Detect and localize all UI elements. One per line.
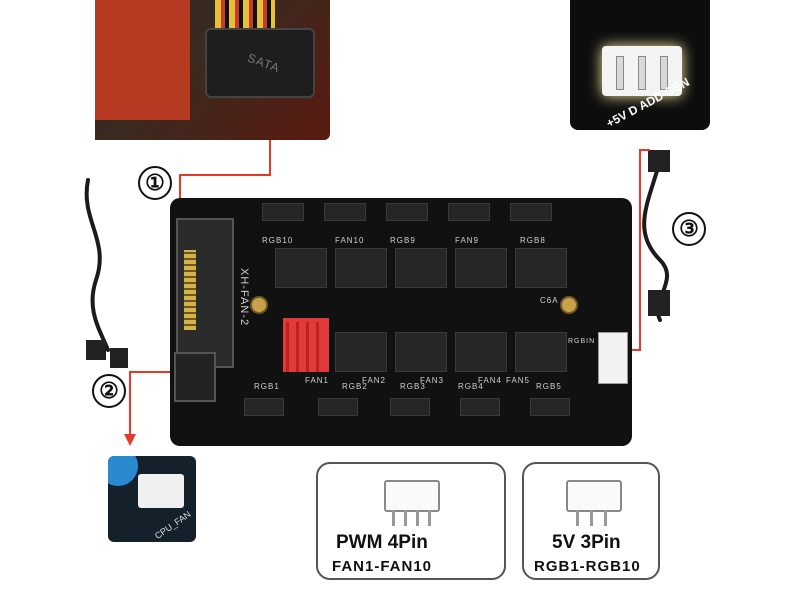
- rgb-header: [262, 203, 304, 221]
- rgb-header: [390, 398, 430, 416]
- silk-label: FAN9: [455, 236, 480, 245]
- silk-label: FAN2: [362, 376, 387, 385]
- sata-power-connector: SATA: [205, 28, 315, 98]
- fan-header: [455, 248, 507, 288]
- legend-pwm-subtitle: FAN1-FAN10: [332, 558, 433, 575]
- fan-header: [455, 332, 507, 372]
- psu-photo: SATA: [95, 0, 330, 140]
- motherboard-fan-header-photo: CPU_FAN: [108, 456, 196, 542]
- silk-label: RGB4: [458, 382, 484, 391]
- silk-label: RGB2: [342, 382, 368, 391]
- rgb-header: [530, 398, 570, 416]
- legend-pwm-title: PWM 4Pin: [336, 532, 428, 553]
- legend-rgb-card: 5V 3Pin RGB1-RGB10: [522, 462, 660, 580]
- pwm-plug-2: [110, 348, 128, 368]
- rgb-header: [318, 398, 358, 416]
- silk-label: RGB3: [400, 382, 426, 391]
- silk-label: RGB8: [520, 236, 546, 245]
- legend-pwm-card: PWM 4Pin FAN1-FAN10: [316, 462, 506, 580]
- arrow-head-2: [124, 434, 136, 446]
- callout-arrow-3: [630, 149, 650, 351]
- pin-leg: [392, 510, 395, 526]
- silk-label: RGB5: [536, 382, 562, 391]
- silk-label: RGB1: [254, 382, 280, 391]
- silk-label: FAN5: [506, 376, 531, 385]
- pwm-input-port: [174, 352, 216, 402]
- 3pin-connector-icon: [566, 480, 622, 512]
- pin: [616, 56, 624, 90]
- rgb-input-port: [598, 332, 628, 384]
- fan-header: [335, 248, 387, 288]
- silk-label: FAN3: [420, 376, 445, 385]
- fan-header: [515, 248, 567, 288]
- legend-rgb-title: 5V 3Pin: [552, 532, 621, 553]
- 4pin-connector-icon: [384, 480, 440, 512]
- fan-header: [395, 332, 447, 372]
- silk-label: FAN1: [305, 376, 330, 385]
- silk-label: FAN4: [478, 376, 503, 385]
- legend-rgb-subtitle: RGB1-RGB10: [534, 558, 641, 575]
- cap-label: C6A: [540, 296, 559, 305]
- pwm-plug: [86, 340, 106, 360]
- callout-arrow-2: [129, 371, 172, 440]
- psu-warning-label: [95, 0, 190, 120]
- rgb-header: [460, 398, 500, 416]
- pwm-cable: [84, 178, 110, 352]
- rgb-plug-bottom: [648, 290, 670, 316]
- callout-3: ③: [672, 212, 706, 246]
- pin-leg: [604, 510, 607, 526]
- silk-label: RGB9: [390, 236, 416, 245]
- fan-header: [335, 332, 387, 372]
- rgb-plug-top: [648, 150, 670, 172]
- pin-leg: [416, 510, 419, 526]
- callout-2: ②: [92, 374, 126, 408]
- fan-header: [275, 248, 327, 288]
- board-model: XH-FAN-2: [238, 268, 250, 327]
- fan-header: [395, 248, 447, 288]
- cpu-fan-header: [138, 474, 184, 508]
- sata-contacts: [184, 250, 196, 330]
- silk-label: RGB10: [262, 236, 294, 245]
- pin-leg: [576, 510, 579, 526]
- rgb-header: [386, 203, 428, 221]
- rgb-3pin-connector: [602, 46, 682, 96]
- rgb-header: [324, 203, 366, 221]
- mounting-standoff: [560, 296, 578, 314]
- pin: [638, 56, 646, 90]
- silk-label: FAN10: [335, 236, 365, 245]
- rgb-in-label: RGBIN: [568, 338, 596, 345]
- red-header-pins: [286, 322, 326, 372]
- pin-leg: [428, 510, 431, 526]
- pin-leg: [590, 510, 593, 526]
- pin: [660, 56, 668, 90]
- pin-leg: [404, 510, 407, 526]
- rgb-header: [448, 203, 490, 221]
- callout-1: ①: [138, 166, 172, 200]
- mounting-standoff: [250, 296, 268, 314]
- rgb-connector-photo: +5V D ADD GEN: [570, 0, 710, 130]
- fan-header: [515, 332, 567, 372]
- rgb-header: [510, 203, 552, 221]
- rgb-header: [244, 398, 284, 416]
